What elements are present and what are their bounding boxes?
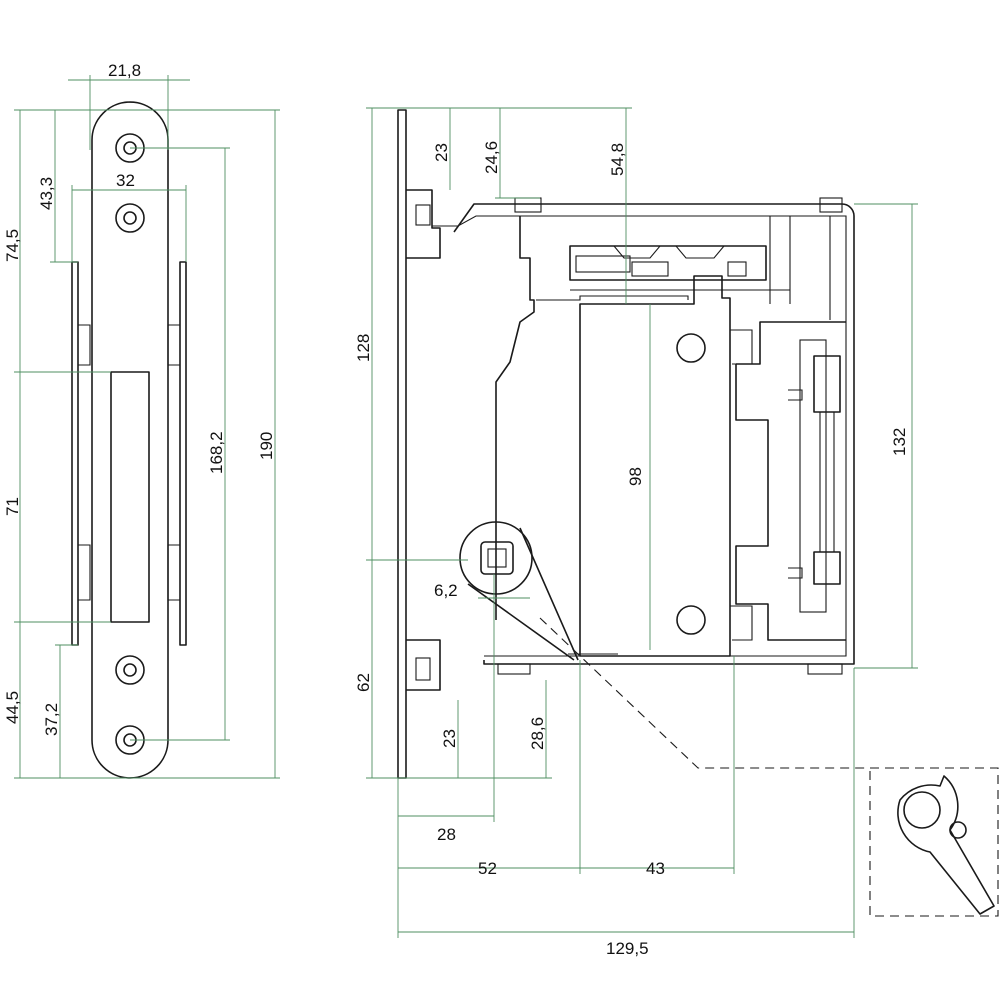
lock-forend-edge xyxy=(397,109,407,779)
label-spindle-square: 6,2 xyxy=(434,581,458,600)
forend-bottom-tab xyxy=(406,639,441,691)
label-top-to-strike: 74,5 xyxy=(3,229,22,262)
label-top-offset-a: 23 xyxy=(432,143,451,162)
latch-opening xyxy=(110,371,150,623)
latch-plate xyxy=(579,275,731,657)
label-backset-spindle: 28 xyxy=(437,825,456,844)
follower-profile xyxy=(495,216,535,620)
label-bottom-to-hole: 37,2 xyxy=(42,703,61,736)
faceplate-view xyxy=(14,75,280,779)
latch-plate-hole-bottom xyxy=(676,605,706,635)
label-depth-b: 43 xyxy=(646,859,665,878)
label-bottom-offset-b: 28,6 xyxy=(528,717,547,750)
latch-slot-profile xyxy=(735,321,846,641)
label-bottom-offset-a: 23 xyxy=(440,729,459,748)
latch-bolt xyxy=(788,339,841,613)
deadbolt-assembly xyxy=(536,216,831,320)
label-height-left: 128 xyxy=(354,334,373,362)
label-top-to-tongue: 43,3 xyxy=(37,177,56,210)
label-top-offset-c: 54,8 xyxy=(608,143,627,176)
label-height-right: 132 xyxy=(890,428,909,456)
dimension-labels: 21,8 32 74,5 43,3 71 44,5 37,2 168,2 190… xyxy=(3,61,909,958)
spindle-hub xyxy=(459,521,618,661)
label-bottom-to-strike: 44,5 xyxy=(3,691,22,724)
label-strike-height: 71 xyxy=(3,497,22,516)
case-lug-bottom-left xyxy=(497,663,531,675)
label-hole-span: 168,2 xyxy=(207,431,226,474)
label-inner-height: 98 xyxy=(626,467,645,486)
label-total-depth: 129,5 xyxy=(606,939,649,958)
label-forend-width: 21,8 xyxy=(108,61,141,80)
label-backset-a: 52 xyxy=(478,859,497,878)
latch-plate-hole-top xyxy=(676,333,706,363)
label-bottom-left: 62 xyxy=(354,673,373,692)
faceplate-dimension-lines xyxy=(14,75,280,779)
label-total-height: 190 xyxy=(257,432,276,460)
case-lug-top-left xyxy=(514,197,542,213)
faceplate-side-flanges xyxy=(71,261,187,646)
case-lug-bottom-right xyxy=(807,663,843,675)
lock-case-outline xyxy=(453,203,855,665)
lock-body-view xyxy=(366,107,999,938)
label-hole-spacing-top: 32 xyxy=(116,171,135,190)
faceplate-screw-holes xyxy=(115,133,145,755)
detail-box xyxy=(869,767,999,917)
cam-detail xyxy=(897,775,995,915)
label-top-offset-b: 24,6 xyxy=(482,141,501,174)
body-dimension-lines xyxy=(366,107,918,938)
case-lug-top-right xyxy=(819,197,843,213)
forend-top-tab xyxy=(406,189,441,259)
detail-leader-line xyxy=(539,617,870,769)
